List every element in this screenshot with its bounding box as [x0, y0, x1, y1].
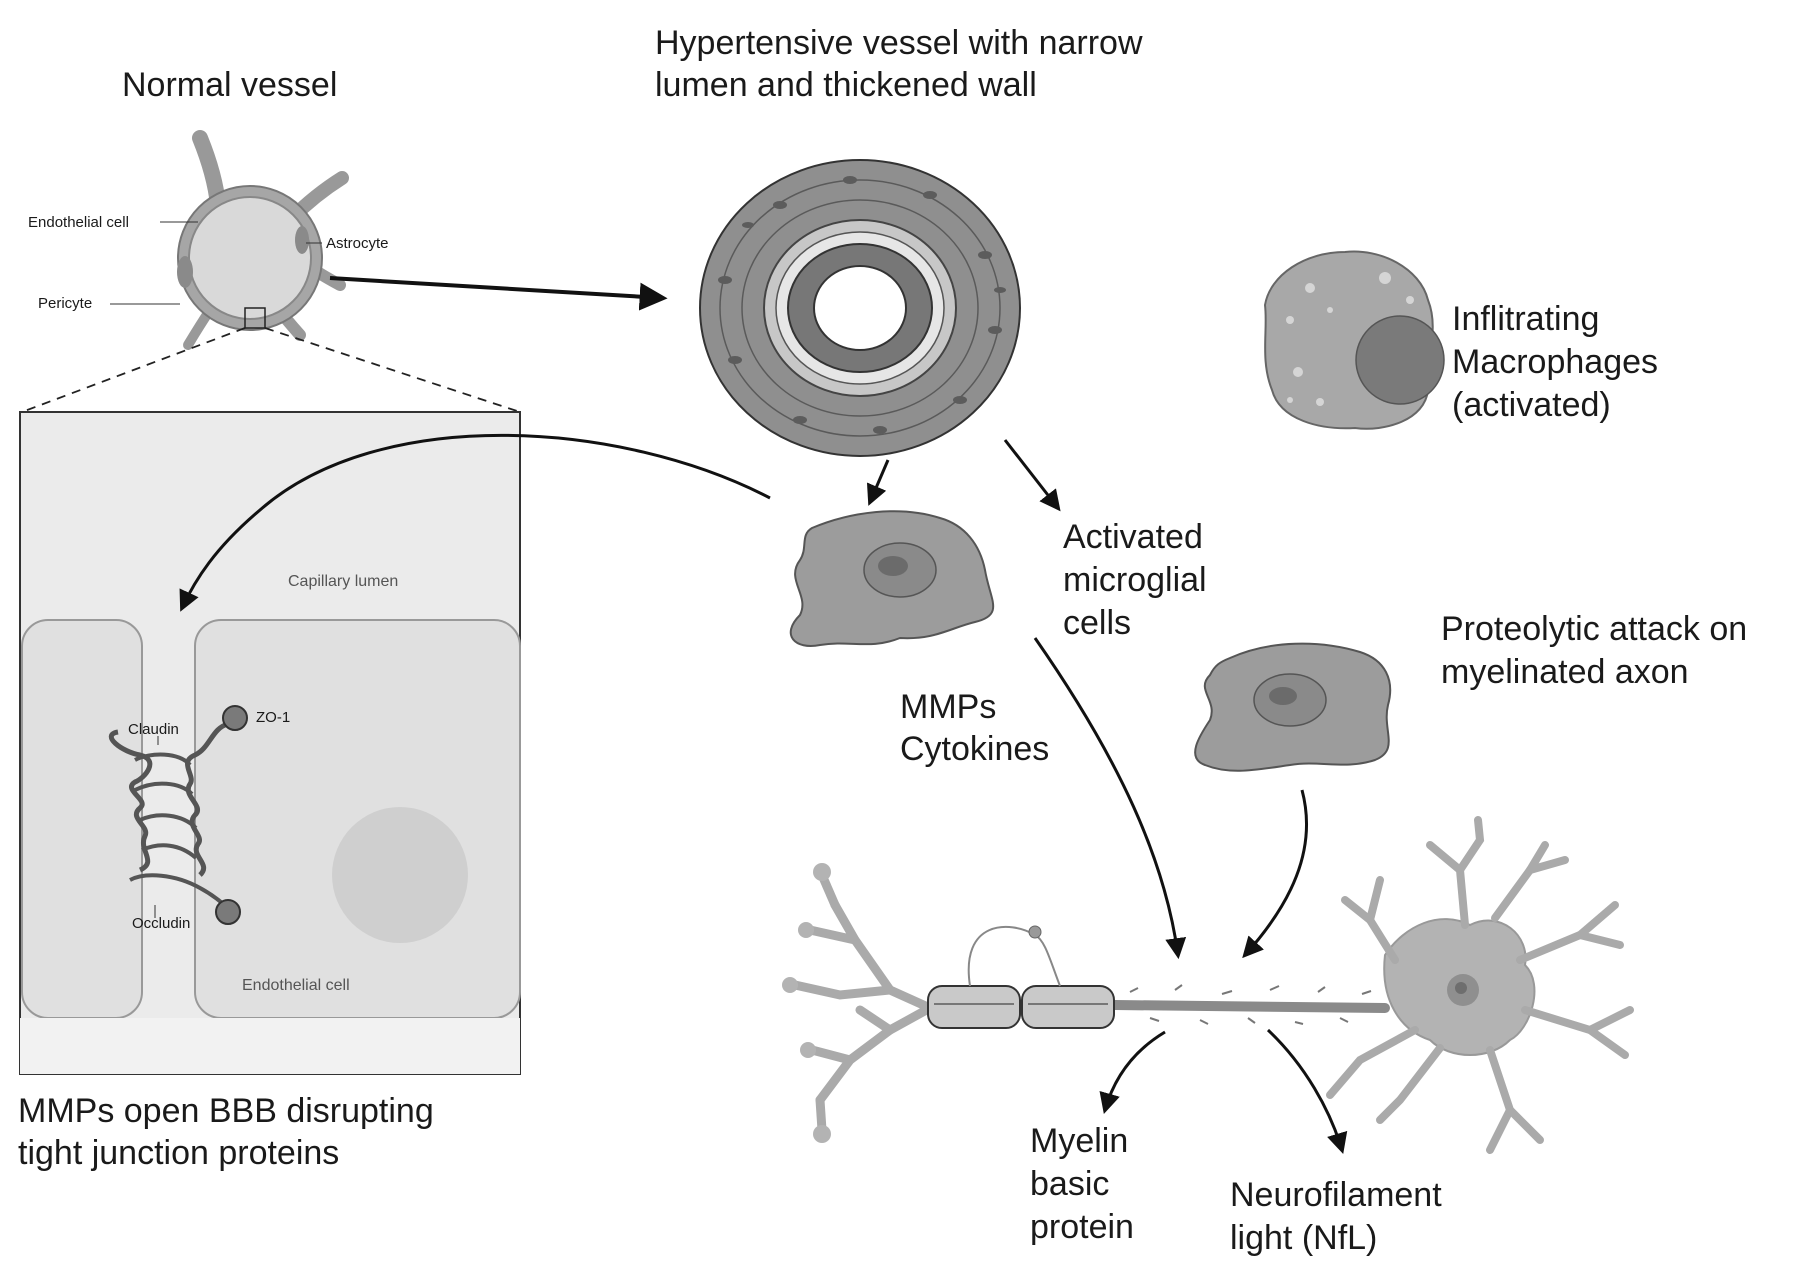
myelin-sheath — [927, 925, 1115, 1029]
zoom-line-right — [264, 327, 521, 413]
microglia-label-line3: cells — [1063, 604, 1131, 642]
proteolytic-label-line2: myelinated axon — [1441, 653, 1689, 691]
microglial-cell-upper — [789, 510, 995, 647]
mbp-label-line1: Myelin — [1030, 1122, 1128, 1160]
arrow-to-microglia — [866, 459, 890, 506]
arrow-to-mbp — [1099, 1030, 1166, 1115]
nfl-label-line2: light (NfL) — [1230, 1219, 1377, 1257]
macrophage-label-line2: Macrophages — [1452, 343, 1658, 381]
label-zo1: ZO-1 — [256, 709, 290, 726]
arrow-to-hypertensive — [329, 276, 668, 311]
microglia-label-line2: microglial — [1063, 561, 1207, 599]
arrow-proteolytic-to-axon — [1242, 789, 1308, 959]
label-endothelial-cell: Endothelial cell — [28, 214, 129, 231]
arrow-to-activated-label — [1003, 439, 1061, 512]
hypertensive-vessel — [699, 159, 1021, 457]
hypertensive-title-line1: Hypertensive vessel with narrow — [655, 24, 1143, 62]
nfl-label-line1: Neurofilament — [1230, 1176, 1442, 1214]
mmps-label-line2: Cytokines — [900, 730, 1049, 768]
microglia-label-line1: Activated — [1063, 518, 1203, 556]
label-inset-endothelial-cell: Endothelial cell — [242, 977, 350, 994]
label-pericyte: Pericyte — [38, 295, 92, 312]
normal-vessel-title: Normal vessel — [122, 66, 337, 104]
proteolytic-label-line1: Proteolytic attack on — [1441, 610, 1747, 648]
macrophage — [1263, 250, 1445, 430]
inset-caption-line2: tight junction proteins — [18, 1134, 339, 1172]
arrow-to-tight-junction — [179, 433, 771, 612]
arrow-to-nfl — [1266, 1028, 1348, 1155]
tight-junction-inset — [19, 411, 521, 1075]
axon-debris — [1129, 984, 1372, 1025]
label-astrocyte: Astrocyte — [326, 235, 389, 252]
normal-vessel — [177, 130, 349, 350]
microglial-cell-lower — [1194, 642, 1392, 772]
label-occludin: Occludin — [132, 915, 190, 932]
vessel-label-lines — [110, 221, 322, 305]
inset-caption-line1: MMPs open BBB disrupting — [18, 1092, 434, 1130]
zoom-line-left — [21, 327, 246, 413]
mbp-label-line2: basic — [1030, 1165, 1109, 1203]
label-capillary-lumen: Capillary lumen — [288, 573, 398, 590]
mbp-label-line3: protein — [1030, 1208, 1134, 1246]
label-claudin: Claudin — [128, 721, 179, 738]
macrophage-label-line3: (activated) — [1452, 386, 1611, 424]
hypertensive-title-line2: lumen and thickened wall — [655, 66, 1037, 104]
neuron — [782, 816, 1634, 1154]
mmps-label-line1: MMPs — [900, 688, 996, 726]
macrophage-label-line1: Inflitrating — [1452, 300, 1599, 338]
arrow-microglia-to-axon — [1033, 637, 1187, 960]
